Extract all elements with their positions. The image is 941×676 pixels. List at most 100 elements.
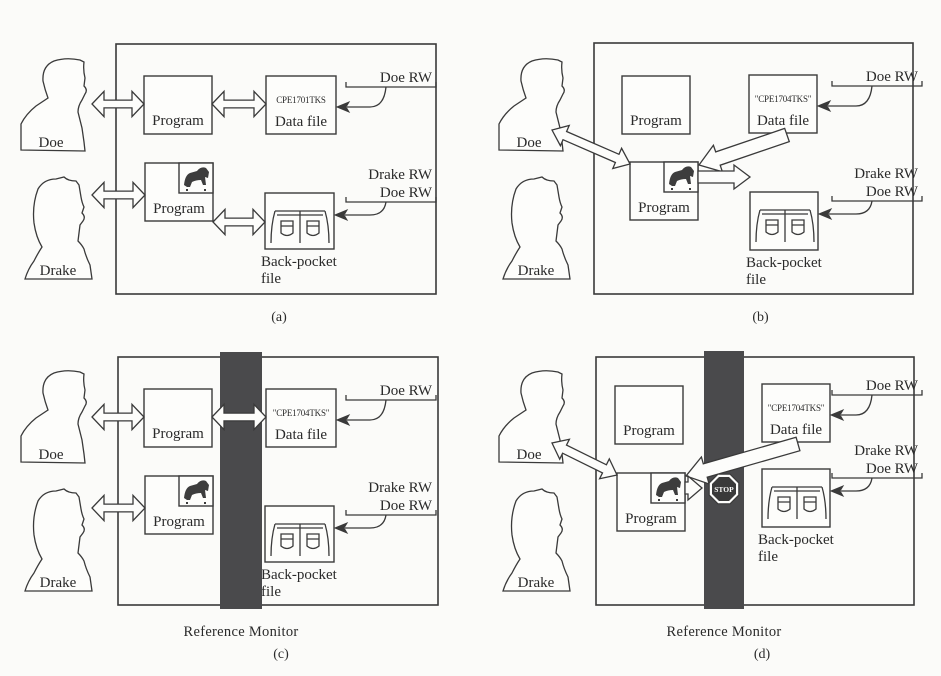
trojan-dot (186, 502, 188, 504)
program-box (621, 75, 691, 135)
trojan-silhouette (656, 477, 681, 497)
acl-entry: Doe RW (380, 383, 433, 399)
trojan-dot (671, 188, 673, 190)
arrowhead-icon (816, 99, 832, 113)
program-label: Program (630, 113, 682, 129)
trojan-dot (689, 188, 691, 190)
data-file-box (265, 388, 337, 448)
acl-entry: Doe RW (380, 185, 433, 201)
back-pocket-label: file (758, 549, 778, 565)
drake-silhouette-icon (24, 176, 93, 280)
program-datafile-arrow (211, 402, 267, 432)
jeans-outline (270, 523, 330, 557)
trojan-dot (204, 189, 206, 191)
doe-trojan-arrow (551, 438, 618, 480)
acl-bracket (831, 81, 923, 87)
data-file-label: Data file (275, 427, 327, 443)
acl-pointer-line (841, 477, 873, 492)
drake-silhouette-icon (24, 488, 93, 592)
program-label: Program (638, 200, 690, 216)
reference-monitor-bar (220, 352, 262, 609)
data-file-label: Data file (757, 113, 809, 129)
pocket-left (765, 219, 779, 236)
pocket-left (280, 533, 294, 550)
user-label-drake: Drake (518, 263, 555, 279)
trojan-dot (186, 189, 188, 191)
program-label: Program (153, 514, 205, 530)
arrowhead-icon (335, 413, 351, 427)
trojan-horse-icon (178, 475, 214, 507)
back-pocket-icon (767, 486, 827, 520)
arrowhead-icon (829, 408, 845, 422)
trojan-horse-icon (650, 472, 686, 504)
pocket-right (791, 219, 805, 236)
data-file-box (761, 383, 831, 443)
jeans-outline (755, 209, 815, 243)
data-file-content: "CPE1704TKS" (755, 94, 812, 104)
pocket-right (306, 220, 320, 237)
drake-program-arrow (91, 493, 146, 523)
acl-bracket (831, 390, 923, 396)
program-box (143, 75, 213, 135)
acl-entry: Doe RW (380, 498, 433, 514)
trojan-backpocket-arrow (697, 163, 752, 191)
trojan-silhouette (184, 480, 209, 500)
trojan-silhouette (184, 167, 209, 187)
jeans-outline (270, 210, 330, 244)
acl-entry: Drake RW (854, 166, 919, 182)
back-pocket-label: Back-pocket (758, 532, 835, 548)
acl-entry: Drake RW (368, 480, 433, 496)
data-file-content: "CPE1704TKS" (273, 408, 330, 418)
acl-pointer-line (347, 86, 387, 108)
user-doe: Doe (498, 370, 565, 464)
back-pocket-label: file (261, 271, 281, 287)
drake-silhouette-icon (502, 176, 571, 280)
panel-caption: (a) (271, 310, 287, 325)
back-pocket-file-box (749, 191, 819, 251)
back-pocket-icon (755, 209, 815, 243)
trojan-dot (658, 499, 660, 501)
system-frame (593, 42, 914, 295)
acl-pointer-line (347, 399, 387, 421)
doe-silhouette-icon (20, 58, 87, 152)
back-pocket-file-box (761, 468, 831, 528)
acl-pointer-line (828, 85, 873, 107)
user-drake: Drake (24, 176, 93, 280)
arrowhead-icon (333, 521, 349, 535)
trojan-horse-icon (663, 161, 699, 193)
acl-bracket (345, 395, 437, 401)
acl-bracket (345, 510, 437, 516)
acl-bracket (345, 197, 437, 203)
acl-entry: Drake RW (368, 167, 433, 183)
data-file-label: Data file (770, 422, 822, 438)
panel-caption: (c) (273, 647, 289, 662)
acl-entry: Drake RW (854, 443, 919, 459)
back-pocket-label: file (261, 584, 281, 600)
user-label-doe: Doe (39, 135, 64, 151)
acl-bracket (345, 82, 437, 88)
doe-silhouette-icon (20, 370, 87, 464)
doe-program-arrow (91, 402, 145, 432)
user-label-doe: Doe (517, 135, 542, 151)
doe-trojan-arrow (551, 124, 631, 170)
acl-pointer-line (345, 514, 387, 529)
back-pocket-label: file (746, 272, 766, 288)
user-drake: Drake (502, 488, 571, 592)
program-label: Program (625, 511, 677, 527)
user-label-drake: Drake (518, 575, 555, 591)
user-label-drake: Drake (40, 263, 77, 279)
data-file-content: CPE1701TKS (276, 95, 326, 105)
pocket-right (306, 533, 320, 550)
doe-silhouette-icon (498, 58, 565, 152)
acl-pointer-line (829, 200, 873, 215)
back-pocket-icon (270, 523, 330, 557)
pocket-left (777, 496, 791, 513)
user-doe: Doe (498, 58, 565, 152)
doe-program-arrow (91, 89, 145, 119)
user-drake: Drake (502, 176, 571, 280)
acl-entry: Doe RW (866, 69, 919, 85)
arrowhead-icon (817, 207, 833, 221)
